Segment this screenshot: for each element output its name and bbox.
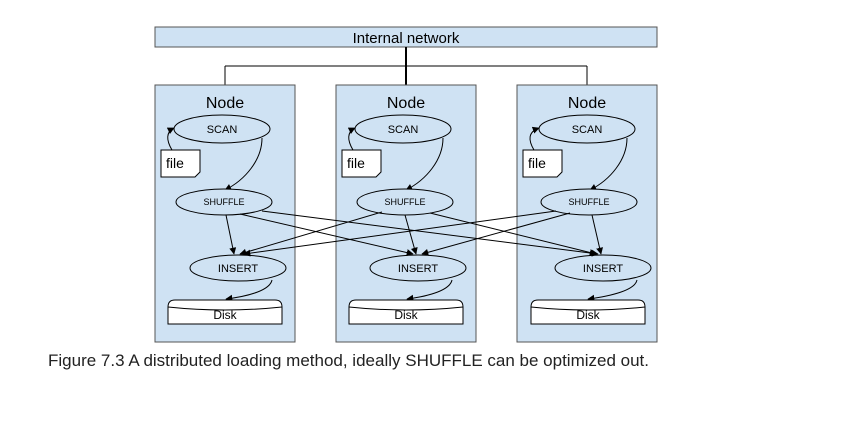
insert-label: INSERT — [583, 263, 623, 275]
file-label: file — [528, 155, 546, 171]
shuffle-label: SHUFFLE — [568, 197, 609, 207]
disk-top-edge — [348, 306, 464, 311]
shuffle-3-to-insert-2 — [421, 212, 571, 256]
file-to-scan-arrow — [529, 126, 540, 151]
scan-label: SCAN — [572, 124, 603, 136]
insert-to-disk-arrow — [587, 279, 638, 302]
insert-to-disk-arrow — [225, 279, 273, 302]
internal-network-label: Internal network — [353, 30, 460, 47]
scan-label: SCAN — [388, 124, 419, 136]
disk-cylinder — [167, 299, 283, 325]
disk-top-edge — [167, 306, 283, 311]
disk-cylinder — [348, 299, 464, 325]
file-label: file — [166, 155, 184, 171]
insert-to-disk-arrow — [406, 279, 453, 302]
disk-top-edge — [530, 306, 646, 311]
node-title: Node — [387, 95, 425, 112]
file-to-scan-arrow — [166, 127, 175, 151]
disk-label: Disk — [213, 308, 237, 322]
shuffle-label: SHUFFLE — [203, 197, 244, 207]
shuffle-1-to-insert-3 — [261, 210, 599, 257]
file-label: file — [347, 155, 365, 171]
disk-label: Disk — [576, 308, 600, 322]
node-title: Node — [206, 95, 244, 112]
shuffle-1-to-insert-1 — [225, 214, 237, 255]
shuffle-3-to-insert-3 — [591, 214, 603, 255]
insert-label: INSERT — [398, 263, 438, 275]
shuffle-2-to-insert-1 — [239, 211, 383, 256]
shuffle-insert-connections — [225, 210, 603, 257]
shuffle-2-to-insert-3 — [429, 212, 597, 256]
file-icon — [160, 149, 201, 178]
shuffle-3-to-insert-1 — [243, 210, 557, 257]
shuffle-2-to-insert-2 — [404, 214, 418, 255]
node-title: Node — [568, 95, 606, 112]
file-icon — [522, 149, 563, 178]
disk-label: Disk — [394, 308, 418, 322]
insert-ellipse — [554, 254, 652, 282]
insert-ellipse — [369, 254, 467, 282]
scan-to-shuffle-arrow — [224, 137, 263, 191]
node-2: Node SCAN file SHUFFLE INSERT Disk — [335, 84, 477, 343]
shuffle-label: SHUFFLE — [384, 197, 425, 207]
network-connectors — [224, 47, 588, 85]
scan-to-shuffle-arrow — [405, 137, 444, 191]
file-icon — [341, 149, 382, 178]
disk-cylinder — [530, 299, 646, 325]
scan-to-shuffle-arrow — [589, 137, 628, 191]
insert-label: INSERT — [218, 263, 258, 275]
shuffle-ellipse — [175, 188, 273, 216]
insert-ellipse — [189, 254, 287, 282]
scan-label: SCAN — [207, 124, 238, 136]
file-to-scan-arrow — [347, 127, 356, 151]
shuffle-ellipse — [540, 188, 638, 216]
figure-caption: Figure 7.3 A distributed loading method,… — [48, 351, 650, 370]
shuffle-1-to-insert-2 — [239, 213, 414, 256]
node-1: Node SCAN file SHUFFLE INSERT Disk — [154, 84, 296, 343]
